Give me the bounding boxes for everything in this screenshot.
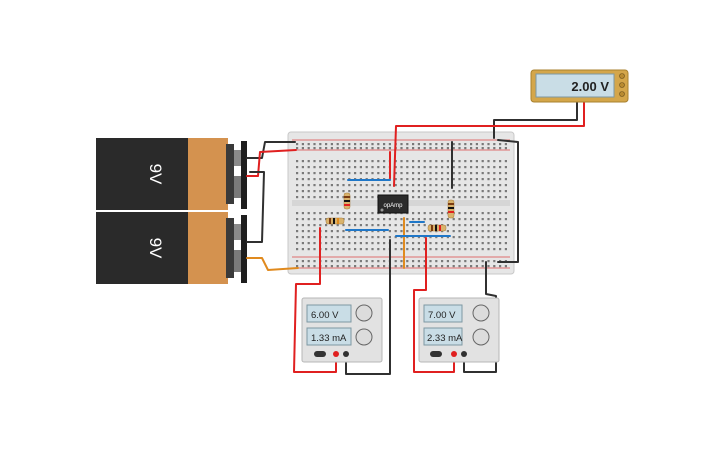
supply-2-power-switch[interactable] [430, 351, 442, 357]
power-supply-2[interactable]: 7.00 V 2.33 mA [418, 297, 500, 363]
supply-2-current-knob-icon[interactable] [472, 328, 490, 346]
power-supply-1[interactable]: 6.00 V 1.33 mA [301, 297, 383, 363]
supply-2-voltage: 7.00 V [428, 310, 456, 321]
supply-1-positive-terminal[interactable] [333, 351, 339, 357]
battery-bottom[interactable]: 9V [96, 212, 247, 284]
supply-2-negative-terminal[interactable] [461, 351, 467, 357]
supply-1-voltage: 6.00 V [311, 310, 339, 321]
multimeter-reading: 2.00 V [571, 79, 609, 94]
supply-1-negative-terminal[interactable] [343, 351, 349, 357]
supply-2-positive-terminal[interactable] [451, 351, 457, 357]
multimeter[interactable]: 2.00 V [530, 69, 629, 103]
multimeter-port-icon[interactable] [619, 73, 625, 79]
resistor-3[interactable] [447, 199, 455, 219]
supply-2-current: 2.33 mA [427, 333, 463, 344]
supply-1-voltage-knob-icon[interactable] [355, 304, 373, 322]
resistor-4[interactable] [427, 224, 447, 232]
supply-2-voltage-knob-icon[interactable] [472, 304, 490, 322]
opamp-label: opAmp [383, 203, 403, 209]
multimeter-port-icon[interactable] [619, 91, 625, 97]
supply-1-current-knob-icon[interactable] [355, 328, 373, 346]
supply-1-current: 1.33 mA [311, 333, 347, 344]
battery-top[interactable]: 9V [96, 138, 247, 210]
supply-1-power-switch[interactable] [314, 351, 326, 357]
multimeter-port-icon[interactable] [619, 82, 625, 88]
opamp-chip[interactable]: opAmp [377, 194, 409, 214]
battery-bottom-label: 9V [146, 238, 165, 259]
resistor-1[interactable] [343, 192, 351, 210]
resistor-2[interactable] [325, 217, 345, 225]
battery-top-label: 9V [146, 164, 165, 185]
